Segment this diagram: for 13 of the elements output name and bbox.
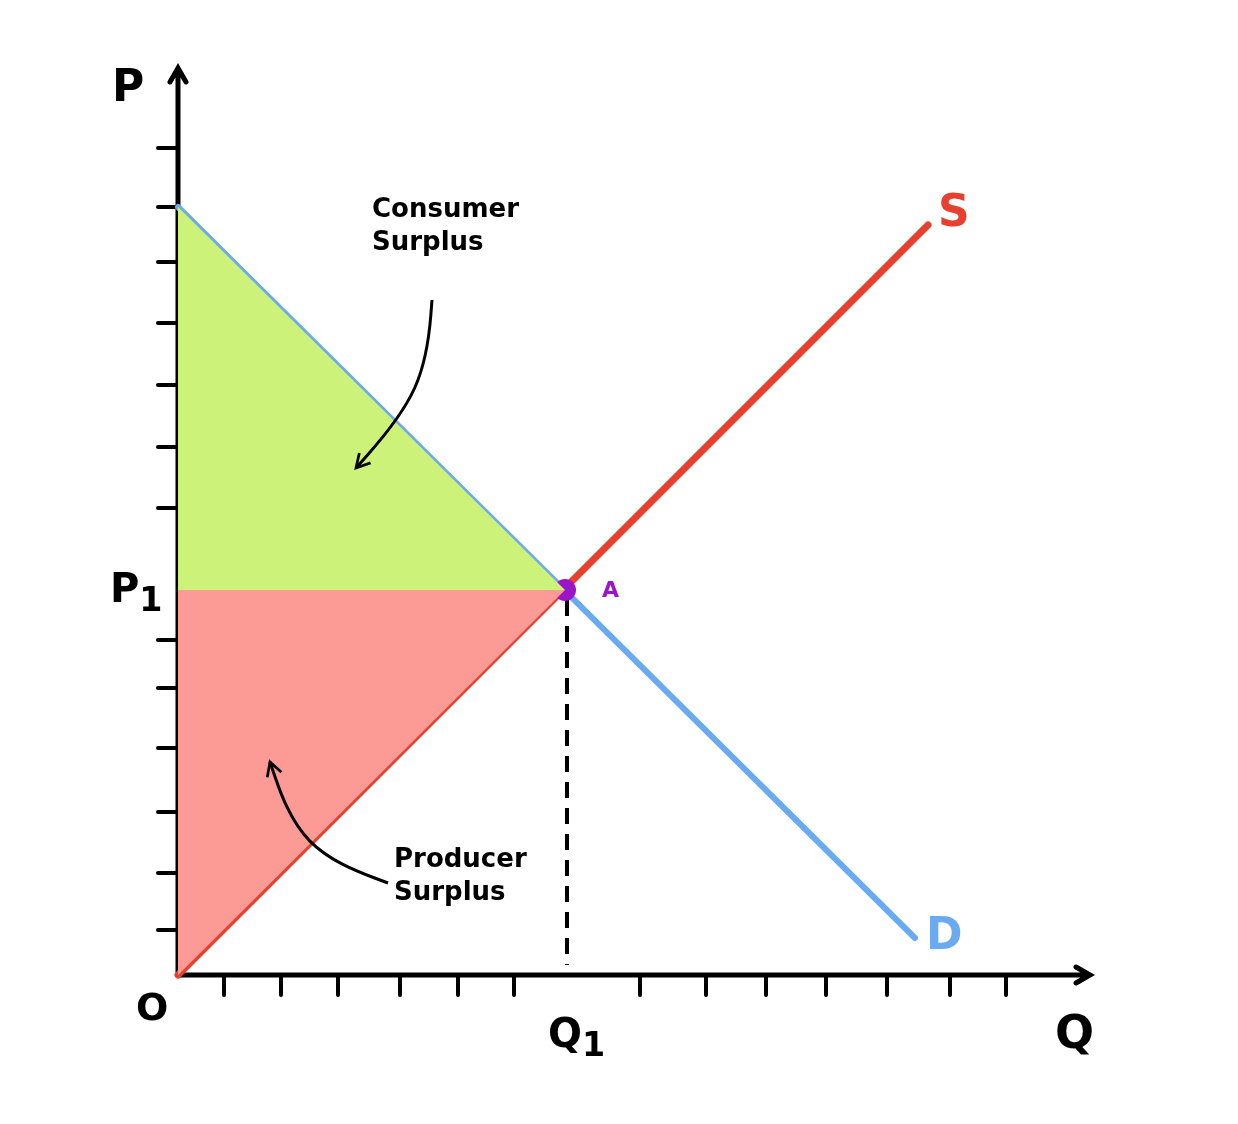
area-label: Consumer Surplus	[372, 192, 520, 257]
price-label: P$_{1}$	[110, 565, 163, 619]
axis-label: Q	[1055, 1005, 1095, 1059]
area-label: Producer Surplus	[394, 842, 528, 907]
leader-arrow	[354, 299, 434, 470]
leader-arrow	[265, 760, 389, 885]
curve-label: D	[926, 908, 963, 959]
origin-label: O	[136, 985, 169, 1029]
curve-label: S	[938, 185, 970, 236]
axis-label: P	[112, 60, 145, 111]
surplus-area	[178, 590, 565, 975]
point-label: A	[602, 577, 620, 602]
quantity-label: Q$_{1}$	[548, 1010, 606, 1064]
